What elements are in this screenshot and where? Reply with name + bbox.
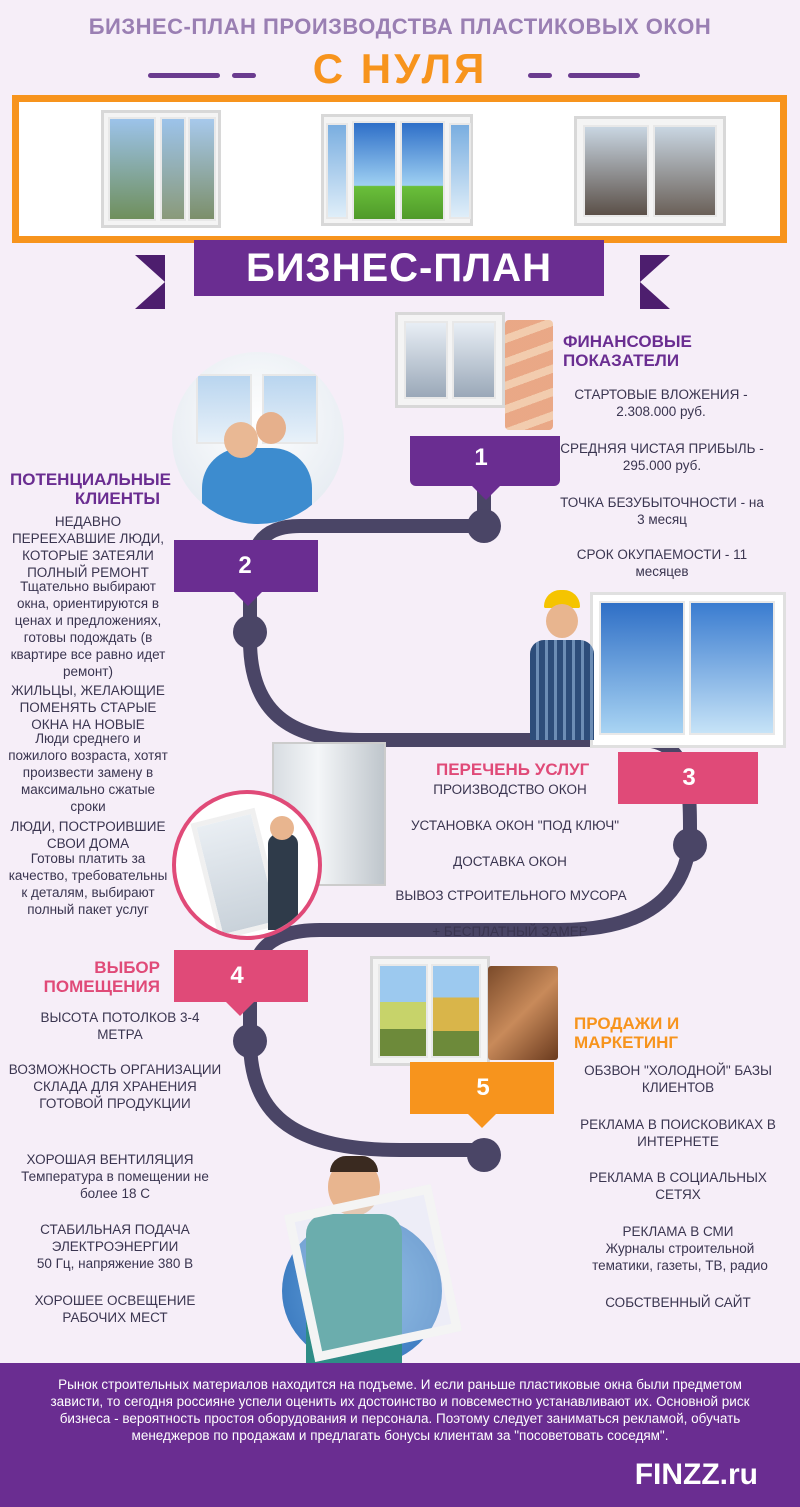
- path-node: [673, 828, 707, 862]
- step-badge: [174, 950, 308, 1002]
- sales-item-desc: Журналы строительной тематики, газеты, Т…: [592, 1241, 768, 1273]
- footer-text: Рынок строительных материалов находится …: [50, 1377, 750, 1443]
- badge-pointer: [466, 1112, 498, 1128]
- finance-item: ТОЧКА БЕЗУБЫТОЧНОСТИ - на 3 месяц: [560, 495, 764, 527]
- step-number: 1: [474, 444, 488, 471]
- badge-pointer: [470, 484, 502, 500]
- section-title-finance: ФИНАНСОВЫЕ ПОКАЗАТЕЛИ: [563, 332, 692, 370]
- sales-item: РЕКЛАМА В ПОИСКОВИКАХ В ИНТЕРНЕТЕ: [580, 1117, 776, 1149]
- worker-with-window-photo: [258, 1156, 480, 1366]
- workers-carrying-window-photo: [172, 790, 322, 940]
- banner-ribbon-right: [640, 255, 670, 309]
- step-number: 4: [230, 962, 244, 989]
- path-node: [233, 1024, 267, 1058]
- premises-item: ХОРОШАЯ ВЕНТИЛЯЦИЯ: [26, 1152, 194, 1167]
- premises-item-desc: Температура в помещении не более 18 С: [21, 1169, 209, 1201]
- window-photo-sky: [321, 114, 473, 226]
- sales-item: ОБЗВОН "ХОЛОДНОЙ" БАЗЫ КЛИЕНТОВ: [584, 1063, 772, 1095]
- clients-item: ЖИЛЬЦЫ, ЖЕЛАЮЩИЕ ПОМЕНЯТЬ СТАРЫЕ ОКНА НА…: [11, 683, 165, 732]
- service-item: УСТАНОВКА ОКОН "ПОД КЛЮЧ": [410, 818, 620, 833]
- clients-photo: [172, 352, 344, 524]
- badge-pointer: [232, 590, 264, 606]
- section-title-services: ПЕРЕЧЕНЬ УСЛУГ: [436, 760, 590, 779]
- window-photo-house: [574, 116, 726, 226]
- step-badge: [174, 540, 318, 592]
- installer-window-photo: [590, 592, 786, 748]
- premises-item: ВОЗМОЖНОСТЬ ОРГАНИЗАЦИИ СКЛАДА ДЛЯ ХРАНЕ…: [8, 1062, 222, 1111]
- service-item: + БЕСПЛАТНЫЙ ЗАМЕР: [432, 924, 588, 939]
- window-profile-cutaway-image: [488, 966, 558, 1060]
- step-number: 3: [682, 764, 696, 791]
- banner-ribbon-left: [135, 255, 165, 309]
- window-photos-frame: [12, 95, 787, 243]
- footer-panel: [0, 1363, 800, 1507]
- section-title-sales: ПРОДАЖИ И МАРКЕТИНГ: [574, 1014, 680, 1052]
- step-number: 5: [476, 1074, 490, 1101]
- sales-item: СОБСТВЕННЫЙ САЙТ: [605, 1295, 751, 1310]
- premises-item-desc: 50 Гц, напряжение 380 В: [36, 1256, 194, 1271]
- service-item: ВЫВОЗ СТРОИТЕЛЬНОГО МУСОРА: [395, 888, 627, 903]
- clients-item-desc: Тщательно выбирают окна, ориентируются в…: [10, 579, 166, 679]
- window-buildings-image: [370, 956, 490, 1066]
- finance-item: СРОК ОКУПАЕМОСТИ - 11 месяцев: [576, 547, 748, 579]
- step-number: 2: [238, 552, 252, 579]
- section-title-premises: ВЫБОР ПОМЕЩЕНИЯ: [43, 958, 160, 996]
- sales-item: РЕКЛАМА В СМИ: [622, 1224, 734, 1239]
- clients-item: ЛЮДИ, ПОСТРОИВШИЕ СВОИ ДОМА: [10, 819, 166, 851]
- premises-item: СТАБИЛЬНАЯ ПОДАЧА ЭЛЕКТРОЭНЕРГИИ: [40, 1222, 190, 1254]
- premises-item: ВЫСОТА ПОТОЛКОВ 3-4 МЕТРА: [40, 1010, 200, 1042]
- path-node: [467, 509, 501, 543]
- premises-item: ХОРОШЕЕ ОСВЕЩЕНИЕ РАБОЧИХ МЕСТ: [34, 1293, 196, 1325]
- step-badge: [410, 1062, 554, 1114]
- divider: [148, 73, 220, 78]
- sales-item: РЕКЛАМА В СОЦИАЛЬНЫХ СЕТЯХ: [589, 1170, 767, 1202]
- money-bills-image: [505, 320, 553, 430]
- brand-logo: FINZZ.ru: [634, 1458, 758, 1491]
- divider: [528, 73, 552, 78]
- divider: [232, 73, 256, 78]
- step-badge: [410, 436, 560, 486]
- path-node: [233, 615, 267, 649]
- step-badge: [618, 752, 758, 804]
- business-plan-banner: БИЗНЕС-ПЛАН: [194, 240, 604, 296]
- window-illustration: [395, 312, 505, 408]
- service-item: ПРОИЗВОДСТВО ОКОН: [433, 782, 587, 797]
- section-title-clients: ПОТЕНЦИАЛЬНЫЕ КЛИЕНТЫ: [10, 470, 171, 508]
- service-item: ДОСТАВКА ОКОН: [453, 854, 567, 869]
- badge-pointer: [224, 1000, 256, 1016]
- installer-worker-image: [530, 590, 594, 740]
- page-title: БИЗНЕС-ПЛАН ПРОИЗВОДСТВА ПЛАСТИКОВЫХ ОКО…: [88, 14, 712, 39]
- clients-item-desc: Готовы платить за качество, требовательн…: [8, 851, 168, 917]
- divider: [568, 73, 640, 78]
- window-photo-city: [101, 110, 221, 228]
- path-node: [467, 1138, 501, 1172]
- finance-item: СРЕДНЯЯ ЧИСТАЯ ПРИБЫЛЬ - 295.000 руб.: [560, 441, 764, 473]
- finance-item: СТАРТОВЫЕ ВЛОЖЕНИЯ - 2.308.000 руб.: [574, 387, 748, 419]
- page-subtitle: С НУЛЯ: [312, 45, 488, 92]
- clients-item: НЕДАВНО ПЕРЕЕХАВШИЕ ЛЮДИ, КОТОРЫЕ ЗАТЕЯЛ…: [11, 514, 165, 580]
- clients-item-desc: Люди среднего и пожилого возраста, хотят…: [8, 731, 168, 814]
